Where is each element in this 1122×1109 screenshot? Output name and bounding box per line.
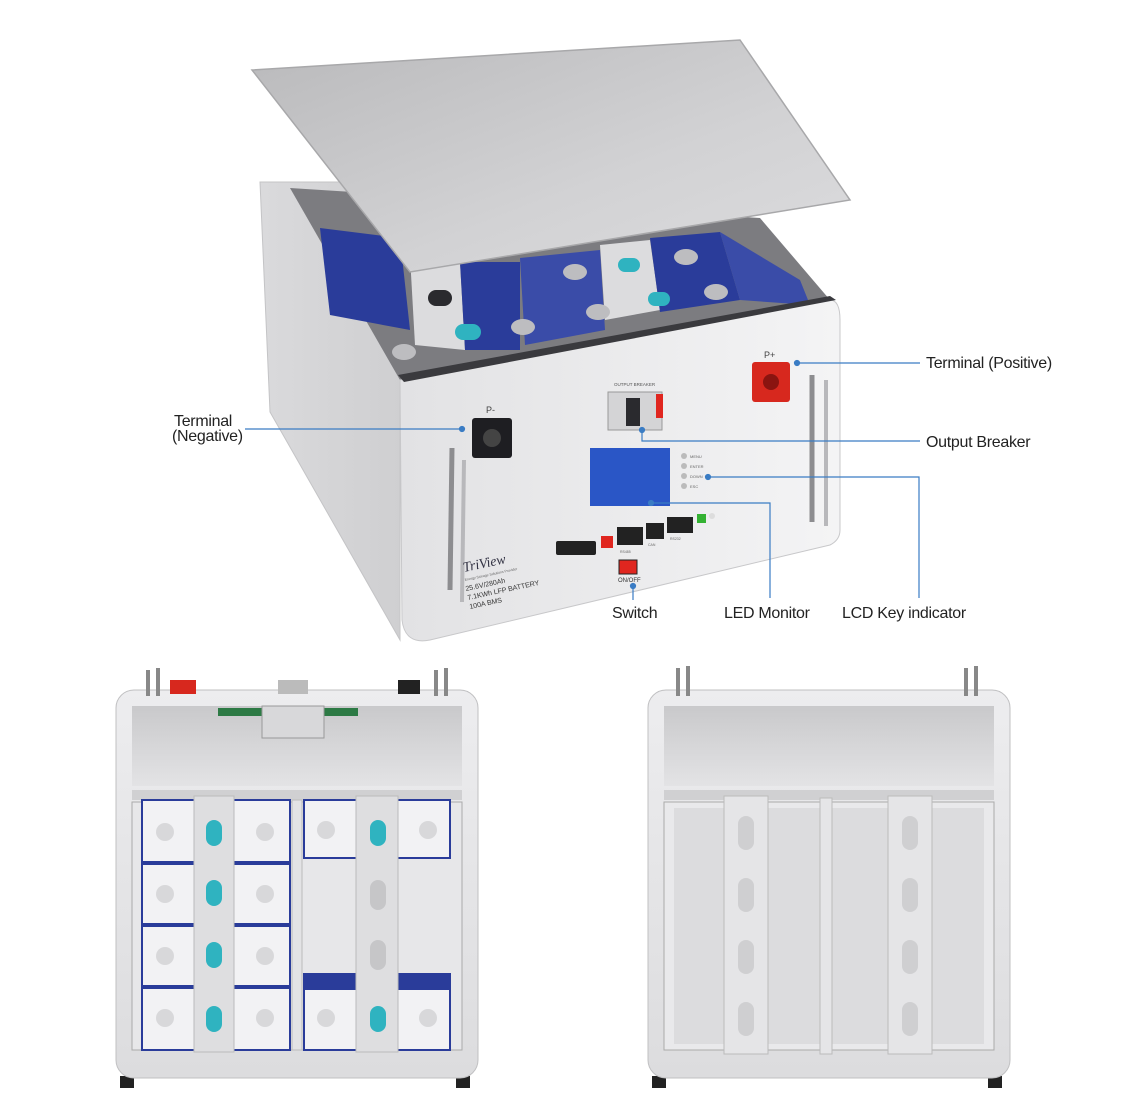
terminal-neg-label: P- [486, 405, 495, 415]
right-handle [809, 375, 828, 526]
terminal-positive: P+ [752, 350, 790, 402]
right-cell-stack [303, 795, 451, 1053]
callout-switch: Switch [612, 605, 658, 622]
box-lid [250, 39, 852, 273]
rail-slots [738, 816, 918, 1036]
output-breaker: OUTPUT BREAKER [607, 382, 663, 431]
port-label-1: CAN [648, 543, 656, 547]
callout-output-breaker: Output Breaker [926, 434, 1031, 451]
terminal-pos-label: P+ [764, 350, 775, 360]
left-cell-stack [141, 795, 291, 1053]
breaker-label: OUTPUT BREAKER [614, 382, 656, 387]
callout-terminal-negative-line2: (Negative) [172, 428, 243, 445]
callout-led-monitor: LED Monitor [724, 605, 810, 622]
port-label-0: RS485 [620, 550, 631, 554]
callout-line-led [651, 502, 771, 598]
switch-label: ON/OFF [618, 578, 641, 584]
callout-terminal-negative-line1: Terminal [174, 413, 233, 430]
callout-terminal-positive: Terminal (Positive) [926, 355, 1052, 372]
left-handle [447, 447, 466, 603]
cabinet-left-feet [120, 1076, 134, 1088]
cabinet-with-cells [115, 668, 479, 1088]
terminal-negative: P- [472, 405, 512, 458]
callout-line-lcd-key [708, 476, 920, 598]
comm-ports: RS485 CAN RS232 [556, 513, 715, 555]
key-label-3: ESC [690, 484, 698, 489]
battery-box-3d: P- P+ OUTPUT BREAKER MENU ENTER DOWN ESC [259, 181, 841, 642]
callout-lcd-key-indicator: LCD Key indicator [842, 605, 966, 622]
key-label-1: ENTER [690, 464, 704, 469]
box-top-rim [398, 296, 836, 382]
callout-line-breaker [641, 430, 920, 442]
cabinet-empty [647, 666, 1011, 1088]
lcd-keys: MENU ENTER DOWN ESC [681, 453, 704, 489]
power-switch: ON/OFF [618, 559, 641, 584]
key-label-0: MENU [690, 454, 702, 459]
callout-lines [245, 359, 920, 600]
key-label-2: DOWN [690, 474, 703, 479]
box-interior-cells [320, 228, 810, 360]
lcd-screen [590, 448, 670, 506]
port-label-2: RS232 [670, 537, 681, 541]
